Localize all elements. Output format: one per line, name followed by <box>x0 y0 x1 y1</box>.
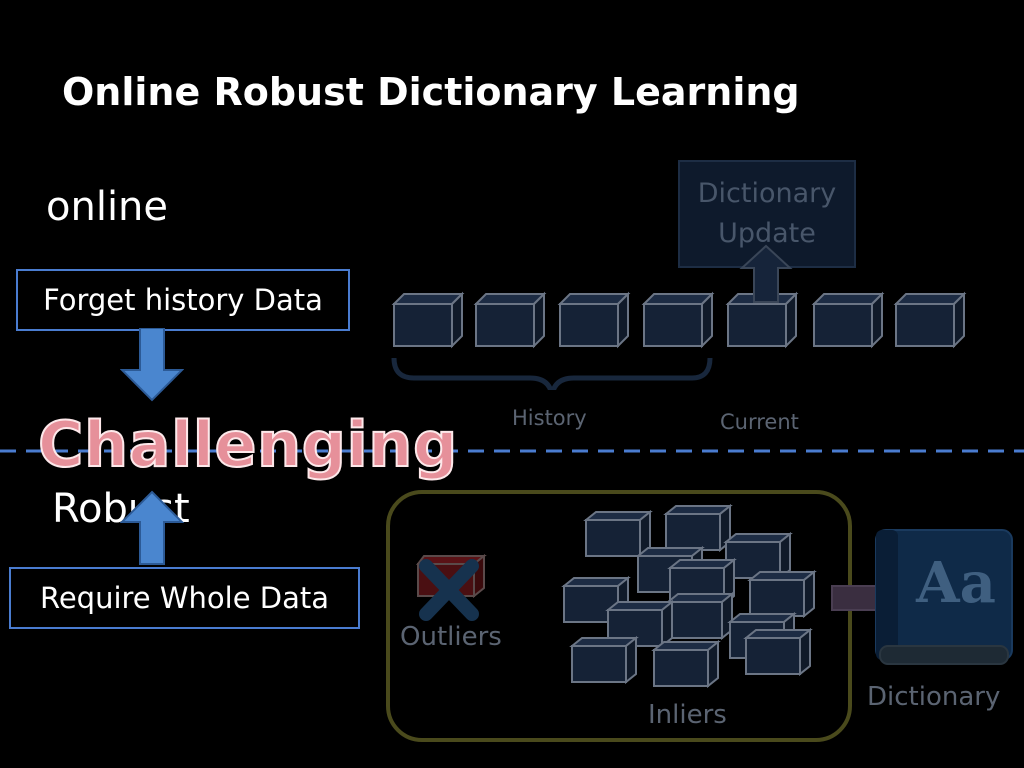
require-whole-data-text: Require Whole Data <box>39 581 330 615</box>
dictionary-icon-text: Aa <box>915 550 996 616</box>
forget-history-box: Forget history Data <box>16 269 350 331</box>
require-whole-data-box: Require Whole Data <box>9 567 360 629</box>
down-arrow-icon <box>120 328 184 402</box>
inliers-label: Inliers <box>648 700 727 730</box>
cross-icon <box>419 559 479 621</box>
data-block <box>813 293 883 347</box>
robust-diagram: Aa <box>386 490 1013 742</box>
outliers-label: Outliers <box>400 622 502 652</box>
online-heading: online <box>46 184 169 230</box>
data-block <box>475 293 545 347</box>
inlier-cluster <box>563 505 815 687</box>
current-label: Current <box>720 410 799 434</box>
challenging-label: Challenging <box>37 407 458 482</box>
forget-history-text: Forget history Data <box>43 283 323 317</box>
slide-title: Online Robust Dictionary Learning <box>62 70 800 114</box>
data-block <box>643 293 713 347</box>
data-block <box>895 293 965 347</box>
history-label: History <box>512 406 587 430</box>
inlier-frame <box>386 490 852 742</box>
dictionary-update-line2: Update <box>718 218 816 249</box>
update-arrow-icon <box>739 244 793 303</box>
dictionary-update-line1: Dictionary <box>697 178 837 209</box>
dictionary-label: Dictionary <box>867 682 1001 712</box>
dashed-divider <box>0 449 1024 453</box>
data-block <box>559 293 629 347</box>
up-arrow-icon <box>120 490 184 565</box>
history-brace <box>391 357 713 390</box>
dictionary-book-icon: Aa <box>875 529 1013 665</box>
online-data-stream <box>391 244 965 390</box>
data-block <box>393 293 463 347</box>
